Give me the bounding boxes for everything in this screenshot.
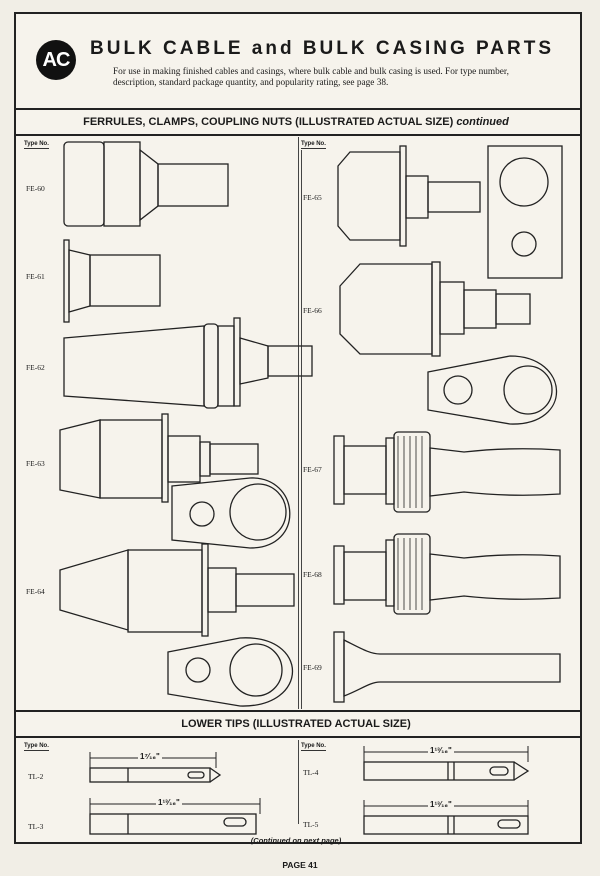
fe-61-ferrule-drawing — [63, 239, 161, 323]
fe-62-ferrule-drawing — [63, 317, 313, 409]
divider-section2-bottom — [14, 736, 582, 738]
ac-logo: AC — [36, 40, 76, 80]
page-number: PAGE 41 — [282, 860, 318, 870]
type-label-fe-61: FE-61 — [26, 272, 45, 281]
intro-text: For use in making finished cables and ca… — [113, 67, 509, 88]
center-column-rule — [298, 137, 299, 709]
fe-63-ferrule-drawing — [59, 413, 291, 549]
type-label-fe-68: FE-68 — [303, 570, 322, 579]
dimension-tl-4: 1¹³⁄₁₆" — [428, 746, 454, 755]
dimension-tl-2: 1⁷⁄₁₆" — [138, 752, 162, 761]
continued-note: (Continued on next page) — [250, 836, 342, 845]
section-lower-tips-title: LOWER TIPS (ILLUSTRATED ACTUAL SIZE) — [181, 718, 411, 730]
type-label-fe-64: FE-64 — [26, 587, 45, 596]
col-head-left: Type No. — [24, 141, 49, 149]
type-label-tl-5: TL-5 — [303, 820, 319, 829]
col-head-tips-right: Type No. — [301, 743, 326, 751]
divider-section2 — [14, 710, 582, 712]
page-title: BULK CABLE and BULK CASING PARTS — [90, 38, 555, 59]
divider-section1 — [14, 134, 582, 136]
type-label-fe-67: FE-67 — [303, 465, 322, 474]
type-label-tl-3: TL-3 — [28, 822, 44, 831]
type-label-fe-60: FE-60 — [26, 184, 45, 193]
fe-69-ferrule-drawing — [333, 631, 561, 703]
type-label-fe-62: FE-62 — [26, 363, 45, 372]
dimension-tl-3: 1¹³⁄₁₆" — [156, 798, 182, 807]
fe-66-ferrule-drawing — [339, 261, 558, 425]
col-head-tips-left: Type No. — [24, 743, 49, 751]
col-head-right: Type No. — [301, 141, 326, 149]
lower-tips-column-rule — [298, 740, 299, 824]
tl-5-tip-drawing — [363, 800, 529, 835]
type-label-tl-2: TL-2 — [28, 772, 44, 781]
fe-67-ferrule-drawing — [333, 431, 561, 513]
type-label-fe-65: FE-65 — [303, 193, 322, 202]
section-ferrules-continued: continued — [456, 116, 509, 128]
fe-65-ferrule-drawing — [337, 145, 563, 279]
dimension-tl-5: 1¹³⁄₁₆" — [428, 800, 454, 809]
fe-64-ferrule-drawing — [59, 543, 295, 707]
divider-top — [14, 108, 582, 110]
fe-68-ferrule-drawing — [333, 533, 561, 615]
fe-60-ferrule-drawing — [63, 141, 229, 227]
center-column-rule-2 — [301, 150, 302, 709]
type-label-fe-63: FE-63 — [26, 459, 45, 468]
type-label-fe-66: FE-66 — [303, 306, 322, 315]
section-ferrules-title: FERRULES, CLAMPS, COUPLING NUTS (ILLUSTR… — [83, 116, 509, 128]
type-label-fe-69: FE-69 — [303, 663, 322, 672]
type-label-tl-4: TL-4 — [303, 768, 319, 777]
